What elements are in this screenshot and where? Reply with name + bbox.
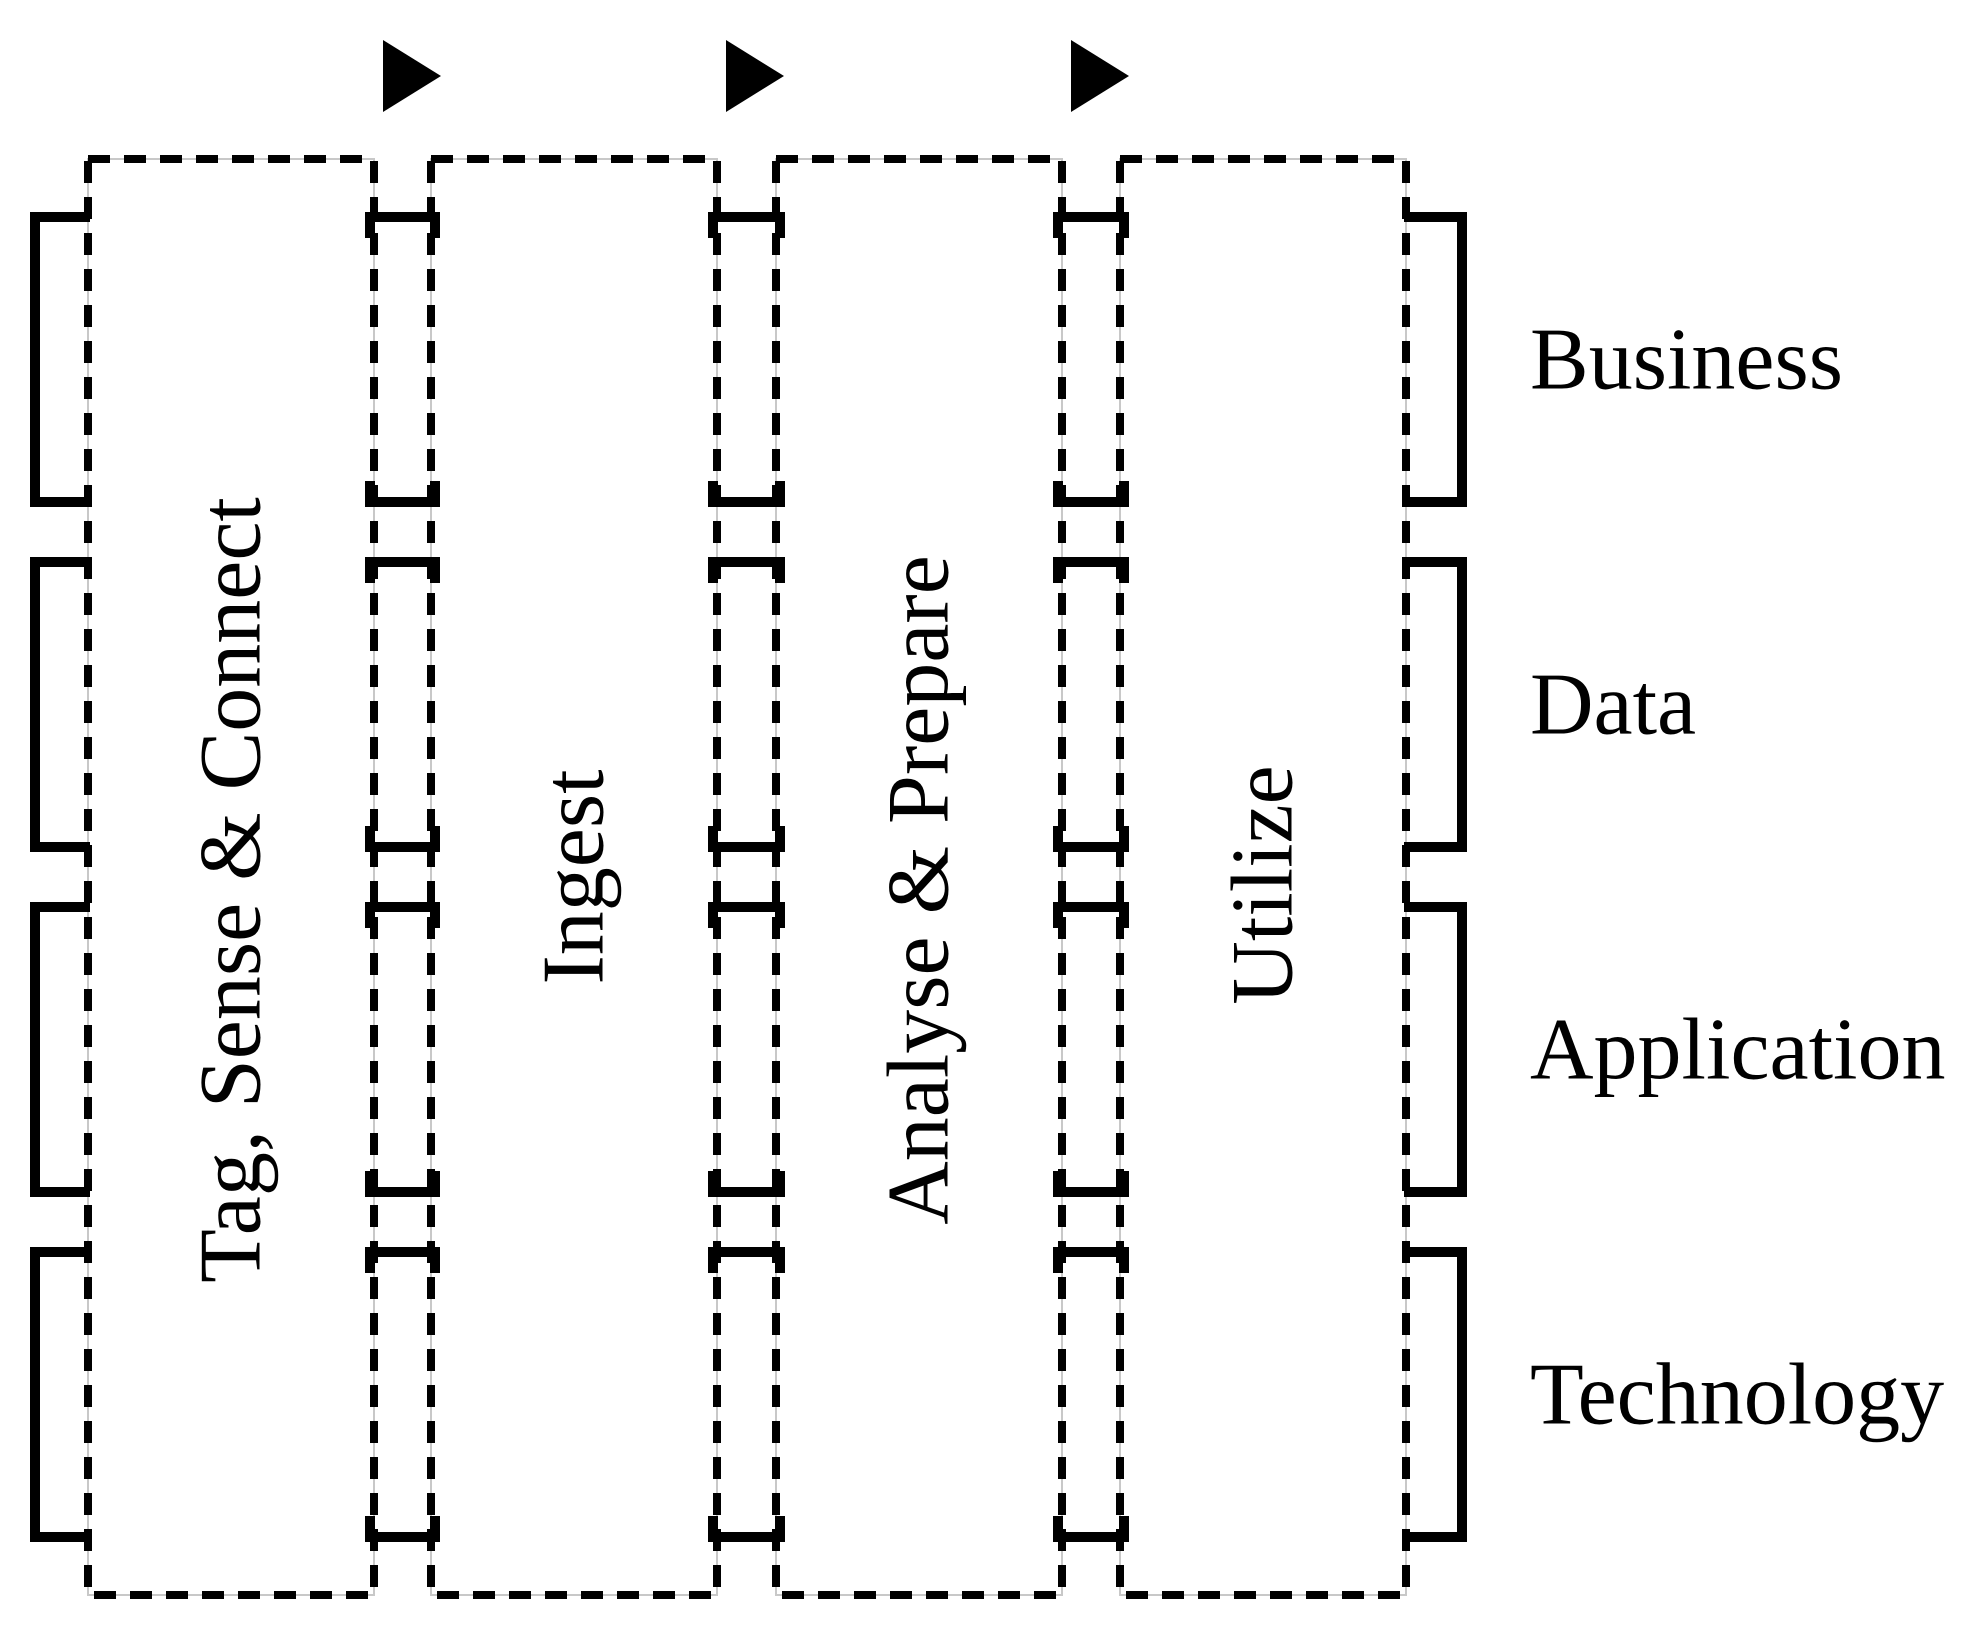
layer-bracket-right-4 xyxy=(1404,1247,1467,1542)
layer-connector-bottom-1-1 xyxy=(365,481,440,507)
layer-label-data: Data xyxy=(1530,657,1696,754)
layer-connector-top-1-1 xyxy=(365,212,440,238)
layer-connector-bottom-4-2 xyxy=(708,1516,785,1542)
layer-connector-bottom-1-2 xyxy=(708,481,785,507)
stage-column-hairline-4 xyxy=(1119,158,1407,1596)
flow-arrow-icon-1 xyxy=(383,40,441,112)
stage-column-hairline-3 xyxy=(775,158,1063,1596)
layer-label-application: Application xyxy=(1530,1002,1945,1099)
layer-label-technology: Technology xyxy=(1530,1347,1944,1444)
layer-connector-bottom-2-3 xyxy=(1053,826,1129,852)
layer-connector-top-1-2 xyxy=(708,212,785,238)
layer-bracket-left-4 xyxy=(30,1247,90,1542)
stage-column-hairline-1 xyxy=(87,158,375,1596)
stage-label-ingest: Ingest xyxy=(526,769,623,984)
layer-connector-top-2-2 xyxy=(708,557,785,583)
layer-connector-bottom-2-1 xyxy=(365,826,440,852)
layer-connector-bottom-4-3 xyxy=(1053,1516,1129,1542)
layer-connector-bottom-3-2 xyxy=(708,1171,785,1197)
layer-bracket-left-1 xyxy=(30,212,90,507)
diagram-shapes xyxy=(30,40,1467,1599)
layer-connector-top-1-3 xyxy=(1053,212,1129,238)
layer-bracket-left-2 xyxy=(30,557,90,852)
layer-connector-top-2-3 xyxy=(1053,557,1129,583)
stage-column-hairline-2 xyxy=(430,158,718,1596)
layer-connector-bottom-4-1 xyxy=(365,1516,440,1542)
layer-connector-top-4-1 xyxy=(365,1247,440,1273)
layer-label-business: Business xyxy=(1530,312,1843,409)
stage-label-utilize: Utilize xyxy=(1215,765,1312,1004)
layer-connector-bottom-2-2 xyxy=(708,826,785,852)
layer-connector-top-2-1 xyxy=(365,557,440,583)
layer-connector-top-4-2 xyxy=(708,1247,785,1273)
layer-connector-bottom-3-3 xyxy=(1053,1171,1129,1197)
layer-bracket-right-1 xyxy=(1404,212,1467,507)
layer-connector-top-3-3 xyxy=(1053,902,1129,928)
layer-connector-bottom-3-1 xyxy=(365,1171,440,1197)
stage-label-analyse-prepare: Analyse & Prepare xyxy=(871,555,968,1225)
layer-bracket-right-3 xyxy=(1404,902,1467,1197)
layer-connector-top-4-3 xyxy=(1053,1247,1129,1273)
layer-bracket-left-3 xyxy=(30,902,90,1197)
layer-connector-top-3-1 xyxy=(365,902,440,928)
layer-connector-top-3-2 xyxy=(708,902,785,928)
flow-arrow-icon-2 xyxy=(726,40,784,112)
stage-label-tag-sense-connect: Tag, Sense & Connect xyxy=(183,497,280,1283)
layer-connector-bottom-1-3 xyxy=(1053,481,1129,507)
layer-bracket-right-2 xyxy=(1404,557,1467,852)
flow-arrow-icon-3 xyxy=(1071,40,1129,112)
